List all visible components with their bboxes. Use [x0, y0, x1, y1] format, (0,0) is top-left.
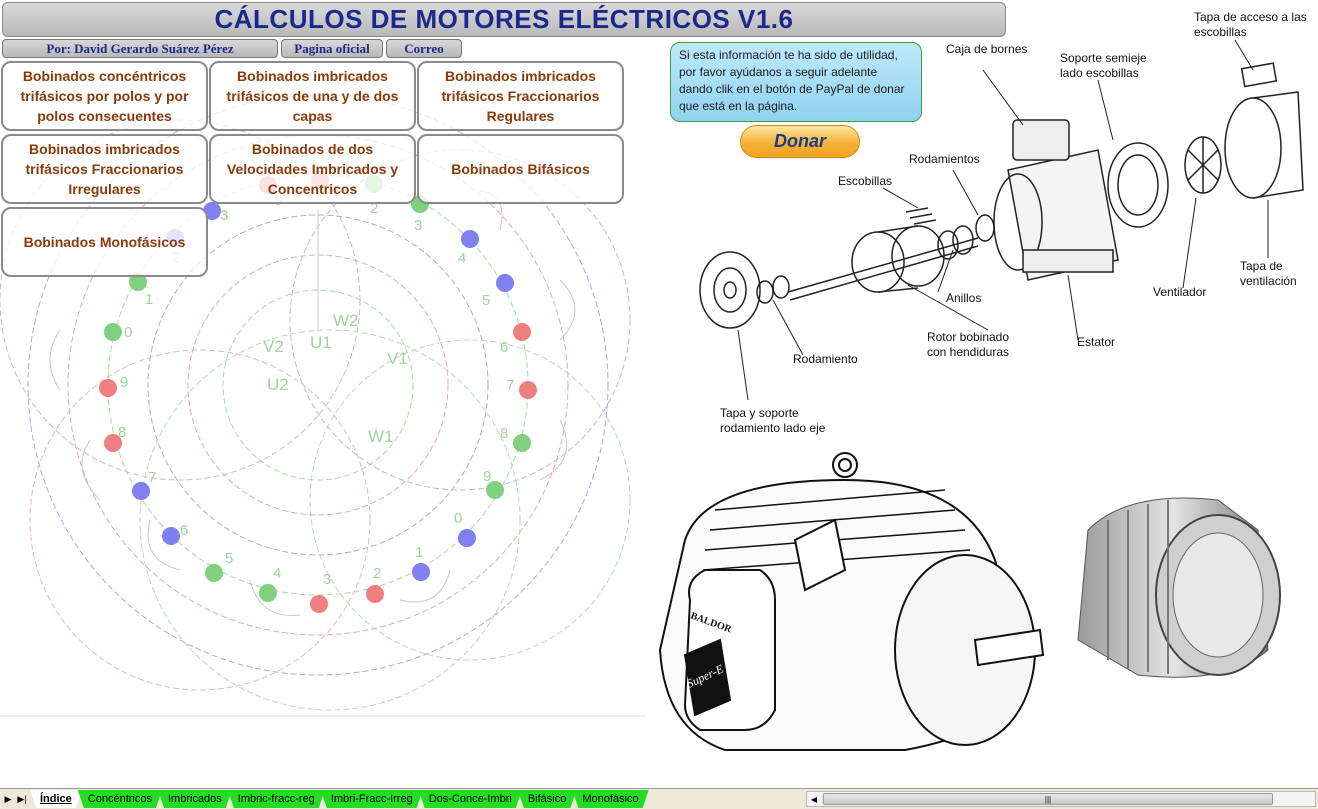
menu-frac-regular-button[interactable]: Bobinados imbricados trifásicos Fraccion… — [417, 61, 624, 131]
callout-rodamiento: Rodamiento — [793, 352, 858, 366]
winding-slot-number: 3 — [414, 217, 422, 234]
menu-monophasic-button[interactable]: Bobinados Monofásicos — [1, 207, 208, 277]
winding-slot-number: 2 — [370, 200, 378, 217]
menu-biphasic-button[interactable]: Bobinados Bifásicos — [417, 134, 624, 204]
winding-slot-dot — [104, 434, 122, 452]
winding-slot-dot — [310, 595, 328, 613]
winding-slot-dot — [412, 563, 430, 581]
label-v1: V1 — [387, 349, 408, 368]
winding-slot-number: 0 — [454, 510, 462, 527]
winding-slot-number: 3 — [323, 571, 331, 588]
menu-monophasic-label: Bobinados Monofásicos — [23, 234, 186, 250]
tab-nav-prev-icon[interactable]: ▶ — [4, 794, 12, 804]
winding-slot-dot — [205, 564, 223, 582]
menu-two-speed-button[interactable]: Bobinados de dos Velocidades Imbricados … — [209, 134, 416, 204]
tab-nav-last-icon[interactable]: ▶| — [17, 794, 27, 804]
callout-anillos: Anillos — [946, 291, 982, 305]
stator-image — [1077, 497, 1281, 678]
menu-imbricated-label: Bobinados imbricados trifásicos de una y… — [226, 68, 399, 124]
menu-frac-irregular-button[interactable]: Bobinados imbricados trifásicos Fraccion… — [1, 134, 208, 204]
menu-two-speed-label: Bobinados de dos Velocidades Imbricados … — [226, 141, 399, 197]
callout-soporte: Soporte semieje lado escobillas — [1060, 51, 1147, 80]
callout-rodamientos: Rodamientos — [909, 152, 980, 166]
label-u1: U1 — [310, 333, 332, 352]
winding-slot-dot — [99, 379, 117, 397]
donate-button[interactable]: Donar — [740, 125, 860, 158]
menu-concentric-button[interactable]: Bobinados concéntricos trifásicos por po… — [1, 61, 208, 131]
sheet-tab[interactable]: Índice — [30, 790, 82, 808]
menu-imbricated-button[interactable]: Bobinados imbricados trifásicos de una y… — [209, 61, 416, 131]
callout-caja: Caja de bornes — [946, 42, 1028, 56]
winding-slot-number: 1 — [415, 544, 423, 561]
callout-rotor: Rotor bobinado con hendiduras — [926, 330, 1010, 359]
winding-slot-dot — [458, 529, 476, 547]
title-bar: CÁLCULOS DE MOTORES ELÉCTRICOS V1.6 — [2, 2, 1006, 37]
callout-tapa-acceso: Tapa de acceso a las escobillas — [1194, 10, 1307, 39]
label-u2: U2 — [267, 375, 289, 394]
callout-ventilador: Ventilador — [1153, 285, 1207, 299]
winding-slot-number: 6 — [180, 522, 188, 539]
winding-slot-number: 8 — [118, 424, 126, 441]
menu-concentric-label: Bobinados concéntricos trifásicos por po… — [20, 68, 189, 124]
sheet-tab[interactable]: Imbric-fracc-reg — [228, 790, 325, 808]
winding-slot-dot — [129, 273, 147, 291]
menu-frac-regular-label: Bobinados imbricados trifásicos Fraccion… — [441, 68, 600, 124]
email-button[interactable]: Correo — [386, 39, 462, 58]
winding-slot-dot — [259, 584, 277, 602]
winding-slot-dot — [486, 481, 504, 499]
winding-slot-dot — [513, 323, 531, 341]
winding-slot-dot — [104, 323, 122, 341]
winding-slot-number: 9 — [483, 468, 491, 485]
winding-slot-dot — [132, 482, 150, 500]
worksheet: 39234567890123456789012 V2 U1 W2 V1 U2 W… — [0, 2, 1307, 751]
sheet-tab[interactable]: Concéntricos — [78, 790, 162, 808]
winding-slot-number: 7 — [506, 377, 514, 394]
label-w2: W2 — [333, 311, 359, 330]
winding-slot-dot — [461, 230, 479, 248]
winding-slot-dot — [162, 527, 180, 545]
scroll-thumb[interactable]: ||| — [823, 793, 1273, 805]
page-title: CÁLCULOS DE MOTORES ELÉCTRICOS V1.6 — [214, 4, 794, 34]
winding-slot-number: 4 — [273, 565, 281, 582]
sheet-tab[interactable]: Dos-Conce-Imbri — [419, 790, 522, 808]
sheet-tab[interactable]: Bifásico — [518, 790, 577, 808]
winding-slot-number: 2 — [373, 565, 381, 582]
motor-illustration: BALDOR Super-E — [658, 452, 1045, 751]
winding-slot-number: 7 — [148, 469, 156, 486]
winding-slot-dot — [496, 274, 514, 292]
winding-slot-number: 5 — [482, 292, 490, 309]
winding-slot-number: 4 — [458, 250, 466, 267]
callout-tapa-soporte: Tapa y soporte rodamiento lado eje — [720, 406, 826, 435]
winding-slot-dot — [513, 434, 531, 452]
tab-nav: ▶ ▶| — [2, 792, 30, 807]
sheet-tab[interactable]: Imbri-Fracc-Irreg — [321, 790, 423, 808]
callout-estator: Estator — [1077, 335, 1116, 349]
exploded-motor-illustration — [699, 39, 1304, 401]
winding-slot-number: 1 — [145, 291, 153, 308]
callout-escobillas: Escobillas — [838, 174, 893, 188]
author-button[interactable]: Por: David Gerardo Suárez Pérez — [2, 39, 278, 58]
sheet-tab[interactable]: Imbricados — [158, 790, 232, 808]
donation-message: Si esta información te ha sido de utilid… — [670, 42, 922, 122]
menu-biphasic-label: Bobinados Bifásicos — [451, 161, 590, 177]
label-v2: V2 — [263, 337, 284, 356]
callout-tapa-ventilacion: Tapa de ventilación — [1240, 259, 1297, 288]
winding-slot-number: 9 — [120, 374, 128, 391]
sheet-tab[interactable]: Monofásico — [572, 790, 648, 808]
winding-slot-number: 3 — [220, 207, 228, 224]
winding-slot-number: 5 — [225, 550, 233, 567]
horizontal-scrollbar[interactable]: ◀ ||| — [806, 791, 1316, 807]
label-w1: W1 — [368, 427, 394, 446]
winding-slot-number: 0 — [124, 324, 132, 341]
winding-slot-dot — [366, 585, 384, 603]
menu-frac-irregular-label: Bobinados imbricados trifásicos Fraccion… — [25, 141, 184, 197]
scroll-left-icon[interactable]: ◀ — [810, 794, 818, 804]
winding-slot-dot — [519, 381, 537, 399]
winding-slot-number: 6 — [500, 339, 508, 356]
winding-slot-number: 8 — [500, 425, 508, 442]
official-page-button[interactable]: Pagina oficial — [281, 39, 383, 58]
